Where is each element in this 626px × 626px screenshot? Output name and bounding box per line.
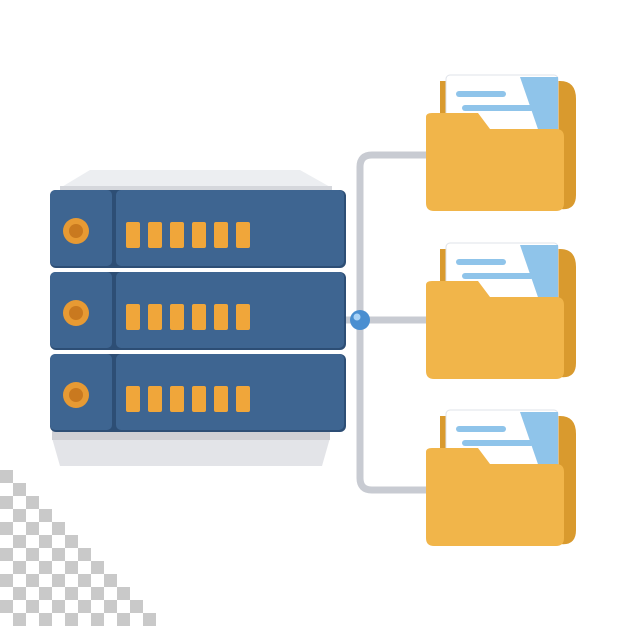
unit-light (170, 304, 184, 330)
node-highlight (353, 313, 361, 321)
checker-square (104, 574, 117, 587)
checker-square (78, 600, 91, 613)
folders-group (426, 74, 576, 546)
checker-square (26, 522, 39, 535)
paper-line (456, 426, 506, 432)
checker-square (91, 561, 104, 574)
paper-line (462, 105, 534, 111)
checker-square (65, 613, 78, 626)
unit-knob-inner (69, 224, 83, 238)
checker-square (13, 535, 26, 548)
checker-square (52, 548, 65, 561)
checker-square (39, 535, 52, 548)
checker-square (39, 587, 52, 600)
folder-front (426, 448, 564, 546)
checker-square (0, 600, 13, 613)
unit-light (236, 222, 250, 248)
server-base (52, 438, 330, 466)
server-lid (60, 170, 332, 188)
checker-square (13, 613, 26, 626)
unit-light (126, 222, 140, 248)
checker-square (26, 548, 39, 561)
unit-knob-inner (69, 388, 83, 402)
checker-square (143, 613, 156, 626)
unit-light (126, 386, 140, 412)
folder-icon (426, 409, 576, 546)
checker-square (0, 548, 13, 561)
folder-icon (426, 242, 576, 379)
checker-square (52, 574, 65, 587)
unit-light (214, 222, 228, 248)
checker-square (91, 587, 104, 600)
checker-square (78, 548, 91, 561)
unit-light (214, 304, 228, 330)
server-unit (50, 354, 346, 432)
checker-square (39, 613, 52, 626)
checker-square (91, 613, 104, 626)
unit-knob-inner (69, 306, 83, 320)
checker-square (39, 509, 52, 522)
unit-light (148, 222, 162, 248)
unit-light (148, 386, 162, 412)
server-rack-icon (50, 170, 346, 466)
checker-square (0, 574, 13, 587)
checker-square (78, 574, 91, 587)
server-unit (50, 190, 346, 268)
checker-square (52, 600, 65, 613)
paper-blue-strip (520, 77, 558, 135)
connection-node (350, 310, 370, 330)
paper-line (462, 273, 534, 279)
checker-square (26, 600, 39, 613)
checker-square (130, 600, 143, 613)
checker-square (13, 587, 26, 600)
paper-blue-strip (520, 245, 558, 303)
folder-icon (426, 74, 576, 211)
checker-square (65, 587, 78, 600)
checker-square (26, 496, 39, 509)
unit-light (170, 386, 184, 412)
server-unit (50, 272, 346, 350)
folder-front (426, 113, 564, 211)
checker-square (0, 496, 13, 509)
checker-square (26, 574, 39, 587)
folder-front (426, 281, 564, 379)
unit-light (192, 304, 206, 330)
unit-light (236, 386, 250, 412)
unit-light (214, 386, 228, 412)
transparency-checkerboard (0, 470, 156, 626)
unit-light (192, 222, 206, 248)
paper-line (456, 91, 506, 97)
unit-light (170, 222, 184, 248)
checker-square (52, 522, 65, 535)
unit-light (148, 304, 162, 330)
checker-square (117, 587, 130, 600)
paper-blue-strip (520, 412, 558, 470)
unit-light (126, 304, 140, 330)
checker-square (65, 535, 78, 548)
server-base-top (52, 430, 330, 440)
unit-light (236, 304, 250, 330)
paper-line (462, 440, 534, 446)
checker-square (117, 613, 130, 626)
checker-square (0, 522, 13, 535)
checker-square (13, 561, 26, 574)
checker-square (0, 470, 13, 483)
checker-square (65, 561, 78, 574)
paper-line (456, 259, 506, 265)
checker-square (39, 561, 52, 574)
checker-square (104, 600, 117, 613)
checker-square (13, 509, 26, 522)
checker-square (13, 483, 26, 496)
unit-light (192, 386, 206, 412)
